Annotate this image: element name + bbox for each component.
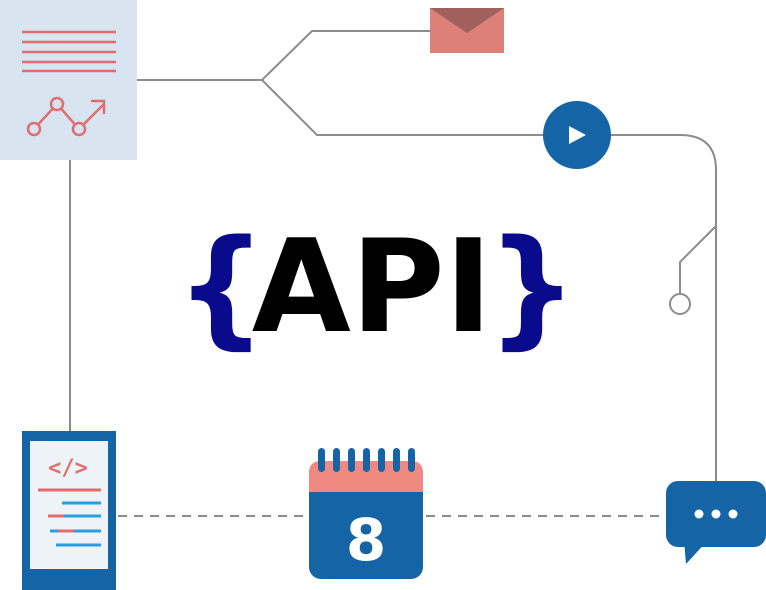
mobile-code-icon: </> — [22, 431, 116, 590]
probe-terminal — [669, 293, 691, 315]
connector-lines — [69, 30, 717, 482]
branch-to-play-line — [261, 79, 545, 136]
code-glyph: </> — [48, 456, 88, 481]
open-brace: { — [175, 213, 266, 362]
branch-to-mail-line — [261, 30, 432, 81]
calendar-icon: 8 — [309, 448, 423, 579]
chat-bubble-icon — [666, 481, 766, 564]
close-brace: } — [486, 213, 577, 362]
api-title: { API } — [175, 213, 577, 362]
side-probe-line — [679, 225, 717, 294]
report-chart-icon — [0, 0, 137, 160]
play-to-chat-line — [610, 134, 717, 482]
play-button-icon — [543, 101, 611, 169]
api-label: API — [252, 213, 493, 362]
calendar-day: 8 — [346, 506, 386, 574]
envelope-icon — [430, 8, 504, 53]
